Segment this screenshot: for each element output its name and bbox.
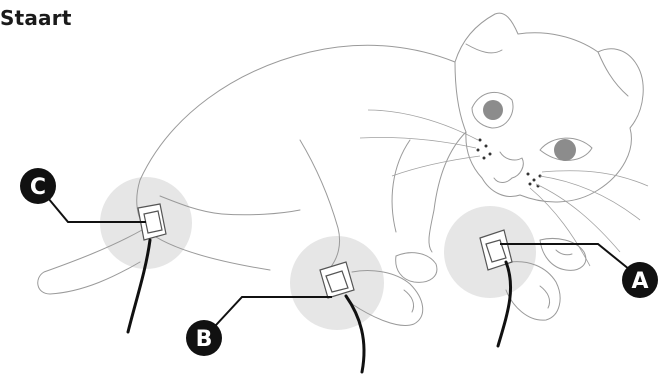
- marker-b-label: B: [196, 327, 213, 352]
- marker-b: B: [186, 320, 222, 356]
- marker-c: C: [20, 168, 56, 204]
- eye-left: [483, 100, 503, 120]
- marker-a-label: A: [631, 269, 648, 294]
- marker-a: A: [622, 262, 658, 298]
- eye-right: [554, 139, 576, 161]
- marker-c-label: C: [30, 175, 46, 200]
- sensor-c: [38, 186, 166, 332]
